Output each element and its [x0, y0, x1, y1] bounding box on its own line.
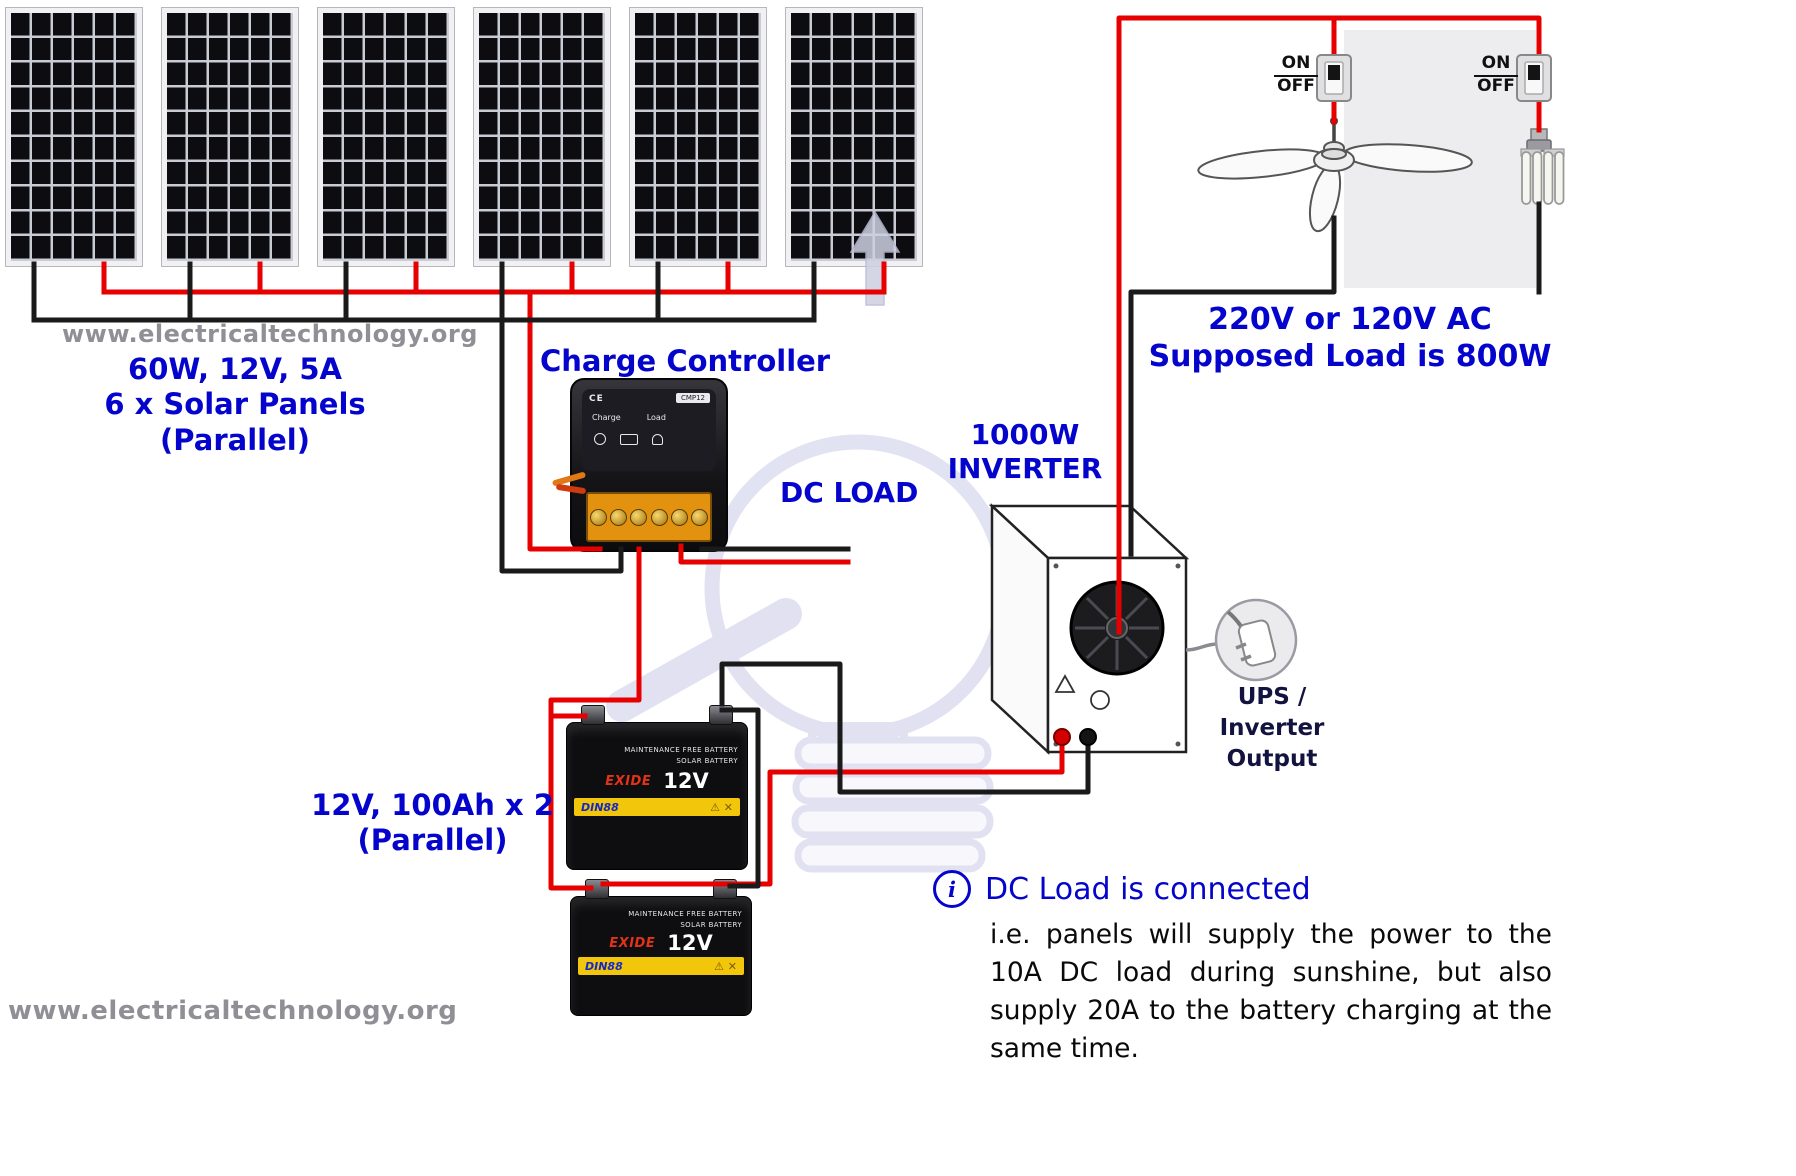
battery-model: DIN88	[581, 800, 619, 814]
switch2-onoff-label: ON OFF	[1474, 53, 1518, 96]
off-label: OFF	[1477, 75, 1515, 96]
solar-panel-5	[629, 7, 767, 267]
controller-terminal-block	[586, 492, 712, 542]
ac-switch-1	[1316, 54, 1352, 102]
charge-led-label: Charge	[592, 413, 621, 422]
ups-label-line1: UPS / Inverter	[1219, 684, 1325, 742]
note-title: DC Load is connected	[985, 871, 1311, 907]
warning-icon: ⚠ ✕	[710, 800, 733, 814]
terminal-screw	[691, 508, 709, 526]
charge-controller-label: Charge Controller	[540, 344, 831, 378]
ups-label-line2: Output	[1226, 746, 1318, 773]
battery-text-line2: SOLAR BATTERY	[676, 756, 738, 765]
battery-bank-label: 12V, 100Ah x 2 (Parallel)	[305, 788, 560, 859]
inverter-positive-post	[1053, 728, 1071, 746]
solar-label-line1: 60W, 12V, 5A	[128, 352, 342, 386]
inverter-label-line1: 1000W	[970, 418, 1080, 451]
note-body: i.e. panels will supply the power to the…	[990, 919, 1552, 1064]
solar-label-line2: 6 x Solar Panels	[104, 387, 366, 422]
cfl-bulb-icon	[1520, 128, 1565, 205]
terminal-screw	[650, 508, 668, 526]
load-led-label: Load	[646, 413, 666, 422]
solar-panels-label: 60W, 12V, 5A 6 x Solar Panels (Parallel)	[100, 352, 370, 458]
inverter	[988, 503, 1190, 755]
terminal-screw	[589, 508, 607, 526]
battery-label-line2: (Parallel)	[357, 823, 508, 858]
inverter-label-line2: INVERTER	[947, 452, 1103, 486]
battery-2: MAINTENANCE FREE BATTERY SOLAR BATTERY E…	[570, 879, 752, 1016]
battery-1: MAINTENANCE FREE BATTERY SOLAR BATTERY E…	[566, 705, 748, 870]
terminal-screw	[609, 508, 627, 526]
switch1-onoff-label: ON OFF	[1274, 53, 1318, 96]
site-watermark-bottom: www.electricaltechnology.org	[8, 996, 458, 1026]
ce-mark: CE	[589, 394, 604, 404]
battery-voltage: 12V	[667, 931, 713, 955]
red-wires	[101, 15, 1542, 891]
controller-face: CE CMP12 Charge Load	[582, 389, 716, 471]
battery-text-line1: MAINTENANCE FREE BATTERY	[628, 910, 742, 918]
black-wires	[31, 201, 1542, 889]
site-watermark-top: www.electricaltechnology.org	[62, 320, 478, 348]
solar-panel-2	[161, 7, 299, 267]
inverter-sockets	[1054, 674, 1110, 710]
charge-controller: CE CMP12 Charge Load	[551, 378, 728, 552]
power-plug-icon	[1185, 598, 1298, 682]
battery-brand: EXIDE	[609, 935, 656, 951]
up-arrow-watermark	[849, 210, 901, 306]
note-title-row: i DC Load is connected	[933, 870, 1311, 908]
controller-model: CMP12	[675, 393, 710, 403]
terminal-screw	[670, 508, 688, 526]
ac-label-line2: Supposed Load is 800W	[1148, 338, 1552, 374]
battery-text-line2: SOLAR BATTERY	[680, 920, 742, 929]
ac-label-line1: 220V or 120V AC	[1208, 302, 1492, 337]
inverter-negative-post	[1079, 728, 1097, 746]
battery-text-line1: MAINTENANCE FREE BATTERY	[624, 746, 738, 754]
ups-output-label: UPS / Inverter Output	[1186, 682, 1358, 775]
dc-load-label: DC LOAD	[780, 476, 919, 509]
off-label: OFF	[1277, 75, 1315, 96]
info-icon: i	[933, 870, 971, 908]
on-label: ON	[1474, 53, 1518, 77]
battery-icon	[620, 433, 638, 445]
lamp-icon	[652, 433, 663, 445]
terminal-screw	[630, 508, 648, 526]
battery-model: DIN88	[585, 959, 623, 973]
solar-label-line3: (Parallel)	[160, 422, 310, 457]
battery-voltage: 12V	[663, 769, 709, 793]
solar-panel-4	[473, 7, 611, 267]
ac-switch-2	[1516, 54, 1552, 102]
sun-icon	[594, 433, 606, 445]
battery-label-line1: 12V, 100Ah x 2	[311, 788, 554, 822]
ac-load-label: 220V or 120V AC Supposed Load is 800W	[1130, 302, 1570, 375]
inverter-label: 1000W INVERTER	[935, 418, 1115, 486]
warning-icon: ⚠ ✕	[714, 959, 737, 973]
on-label: ON	[1274, 53, 1318, 77]
solar-panel-6	[785, 7, 923, 267]
battery-brand: EXIDE	[605, 773, 652, 789]
solar-panel-1	[5, 7, 143, 267]
solar-panel-3	[317, 7, 455, 267]
